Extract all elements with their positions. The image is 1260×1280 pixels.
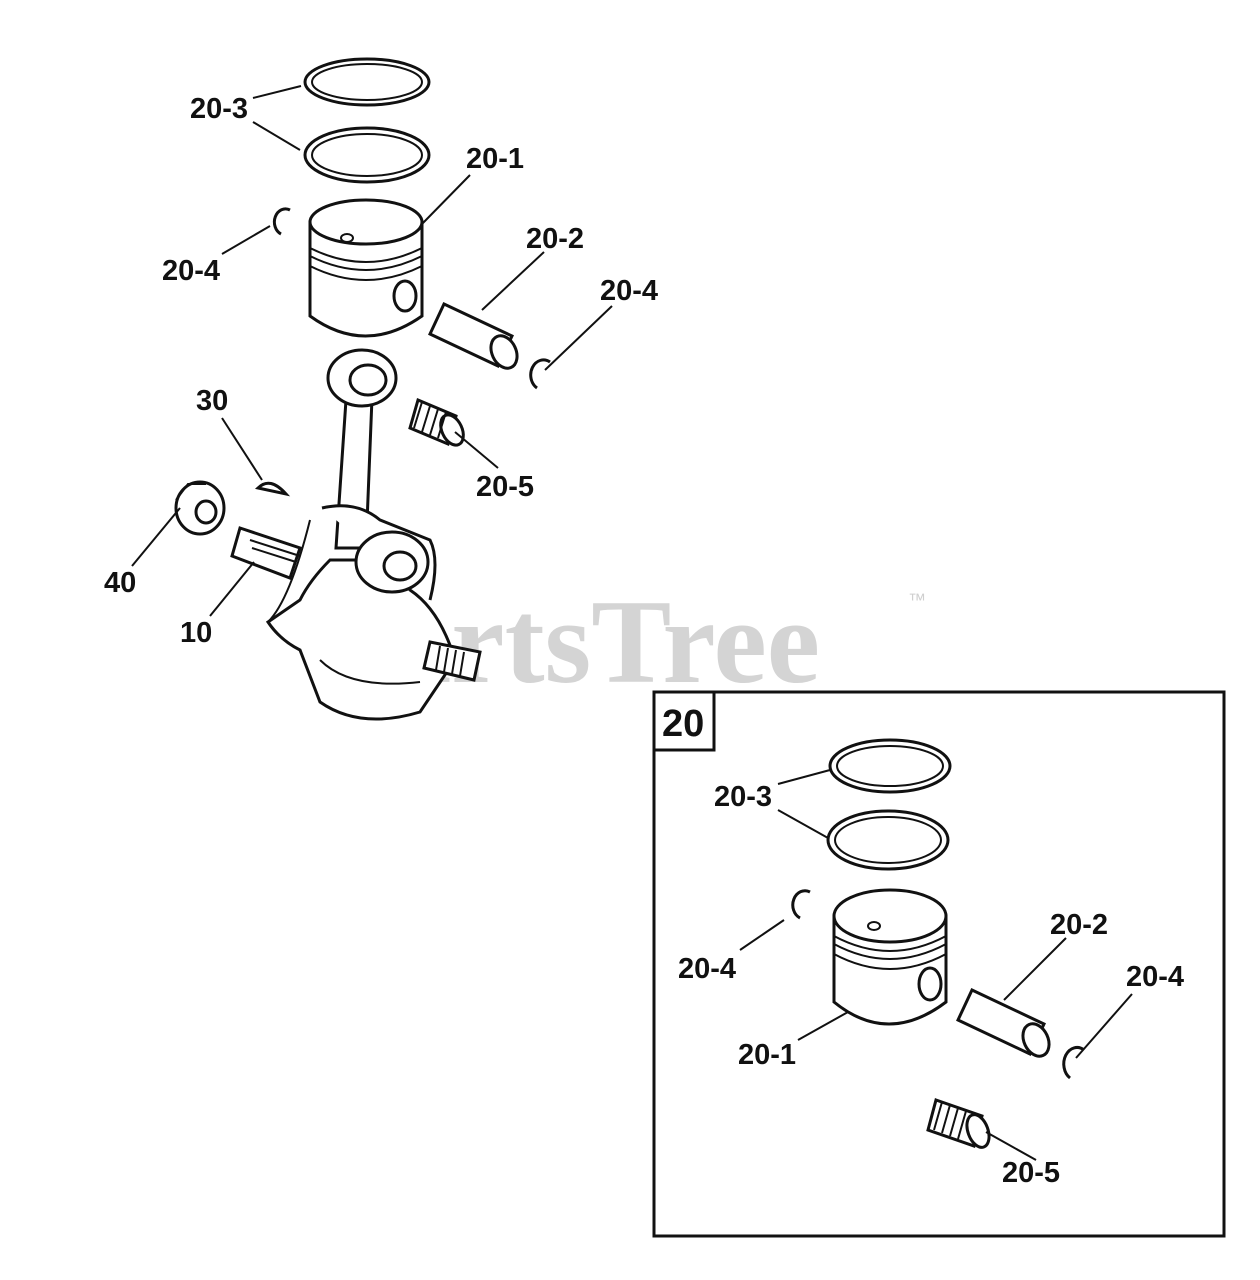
label-20-1: 20-1 xyxy=(466,143,524,175)
inset-label-20-3: 20-3 xyxy=(714,781,772,813)
label-40: 40 xyxy=(104,567,136,599)
label-20-4-left: 20-4 xyxy=(162,255,220,287)
label-20-4-right: 20-4 xyxy=(600,275,658,307)
needle-bearing[interactable] xyxy=(408,397,468,449)
inset-piston-ring-lower[interactable] xyxy=(826,809,950,871)
inset-piston-ring-upper[interactable] xyxy=(828,738,952,794)
inset-label-20-1: 20-1 xyxy=(738,1039,796,1071)
inset-circlip-left[interactable] xyxy=(791,889,811,920)
leader-lines-main xyxy=(131,85,613,617)
label-30: 30 xyxy=(196,385,228,417)
watermark-trademark: ™ xyxy=(908,590,926,610)
piston-ring-upper[interactable] xyxy=(303,57,431,107)
label-20-3: 20-3 xyxy=(190,93,248,125)
inset-number: 20 xyxy=(662,703,704,745)
inset-label-20-2: 20-2 xyxy=(1050,909,1108,941)
piston-pin[interactable] xyxy=(428,302,522,372)
label-20-2: 20-2 xyxy=(526,223,584,255)
flange-nut[interactable] xyxy=(174,480,226,536)
inset-number-box xyxy=(652,690,716,752)
inset-label-20-4-right: 20-4 xyxy=(1126,961,1184,993)
circlip-right[interactable] xyxy=(529,358,551,390)
woodruff-key[interactable] xyxy=(254,481,291,497)
piston[interactable] xyxy=(308,198,424,338)
inset-needle-bearing[interactable] xyxy=(926,1098,993,1150)
leader-lines-inset xyxy=(739,769,1133,1161)
inset-piston-pin[interactable] xyxy=(956,988,1054,1060)
piston-ring-lower[interactable] xyxy=(303,126,431,184)
circlip-left[interactable] xyxy=(272,207,291,236)
label-20-5: 20-5 xyxy=(476,471,534,503)
inset-box xyxy=(652,690,1226,1238)
label-10: 10 xyxy=(180,617,212,649)
inset-label-20-5: 20-5 xyxy=(1002,1157,1060,1189)
crankshaft[interactable] xyxy=(230,504,482,721)
inset-piston[interactable] xyxy=(832,888,948,1026)
inset-label-20-4-left: 20-4 xyxy=(678,953,736,985)
